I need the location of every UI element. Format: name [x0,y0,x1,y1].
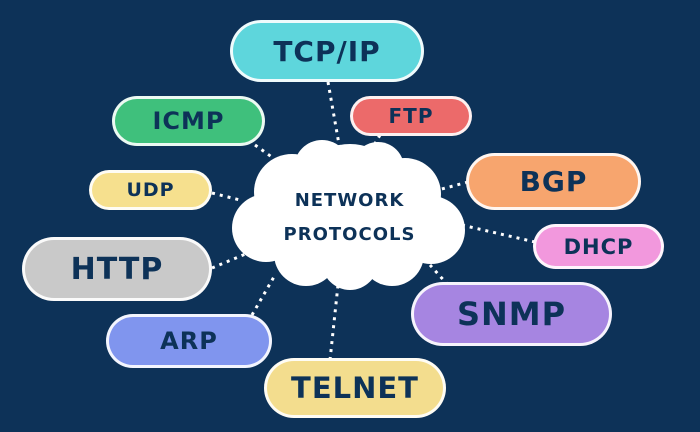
protocol-pill-tcp-ip: TCP/IP [230,20,424,82]
protocol-pill-http: HTTP [22,237,212,301]
connector-tcp-ip [326,81,342,151]
protocol-pill-bgp: BGP [466,153,641,210]
cloud-shape [232,140,465,290]
protocol-pill-ftp: FTP [350,96,472,136]
connector-telnet [328,284,340,361]
center-label-line1: NETWORK [294,190,405,211]
connector-arp [250,274,277,316]
protocol-pill-telnet: TELNET [264,358,446,418]
protocol-pill-arp: ARP [106,314,272,368]
center-cloud-label: NETWORK PROTOCOLS [262,182,437,254]
protocol-pill-udp: UDP [89,170,212,210]
protocol-pill-icmp: ICMP [112,96,265,146]
protocol-pill-snmp: SNMP [411,282,612,346]
protocol-pill-dhcp: DHCP [533,224,664,269]
connector-udp [211,191,241,202]
connector-icmp [254,143,284,167]
center-label-line2: PROTOCOLS [283,224,416,245]
connector-bgp [437,180,469,192]
